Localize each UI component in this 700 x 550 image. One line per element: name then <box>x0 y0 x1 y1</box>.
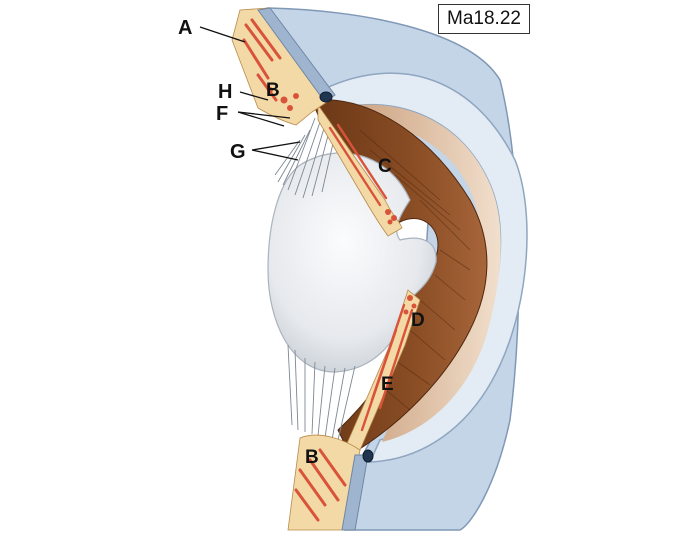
iris-body <box>311 99 488 456</box>
label-g: G <box>230 141 246 163</box>
lower-orbit-muscle <box>294 448 347 522</box>
ciliary-red-streaks <box>328 123 414 432</box>
label-e: E <box>381 374 394 395</box>
zonular-fibers-lower <box>287 344 356 441</box>
ciliary-upper-rim <box>317 103 403 237</box>
iris-striations <box>359 129 471 411</box>
label-d: D <box>411 310 425 331</box>
upper-orbit-muscle <box>242 18 282 102</box>
label-b-upper: B <box>266 80 280 101</box>
leader-a <box>199 26 246 43</box>
label-b-lower: B <box>305 447 319 468</box>
figure-id-box: Ma18.22 <box>438 4 530 34</box>
canal-lower <box>362 449 374 463</box>
sclera-band-upper <box>257 7 336 103</box>
canal-upper <box>319 91 333 103</box>
label-a: A <box>178 17 192 39</box>
anterior-chamber <box>335 104 501 443</box>
label-c: C <box>378 156 392 177</box>
leader-h <box>239 91 269 101</box>
upper-red-dots <box>267 87 299 111</box>
leader-g-1 <box>251 141 301 151</box>
label-f: F <box>216 103 228 125</box>
ciliary-red-dots <box>385 209 417 315</box>
leader-g-2 <box>251 149 299 161</box>
leader-f-2 <box>237 111 285 127</box>
leader-f-1 <box>237 111 291 119</box>
label-h: H <box>218 81 232 103</box>
